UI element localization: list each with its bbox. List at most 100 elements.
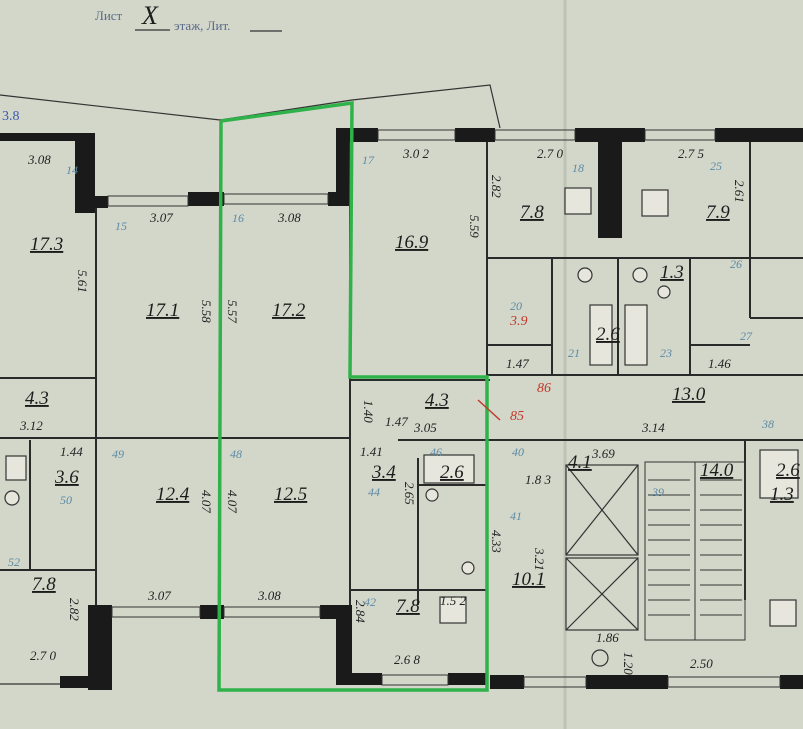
room-21: 21	[568, 346, 580, 360]
dim-5-58: 5.58	[199, 300, 214, 323]
dim-3-08-a: 3.08	[27, 152, 51, 167]
dim-4-33: 4.33	[489, 530, 504, 553]
dim-3-12: 3.12	[19, 418, 43, 433]
room-18: 18	[572, 161, 584, 175]
floor-mark: X	[141, 1, 159, 30]
bottom-facade	[0, 605, 803, 690]
dim-4-07-b: 4.07	[225, 490, 240, 513]
room-20: 20	[510, 299, 522, 313]
area-7-9: 7.9	[706, 202, 730, 223]
room-46: 46	[430, 445, 442, 459]
staircase	[644, 461, 746, 641]
room-23: 23	[660, 346, 672, 360]
dim-5-57: 5.57	[225, 300, 240, 323]
room-49: 49	[112, 447, 124, 461]
dim-3-21: 3.21	[532, 547, 547, 571]
dim-1-86: 1.86	[596, 630, 619, 645]
balcony-outline	[0, 84, 501, 129]
dim-1-46: 1.46	[708, 356, 731, 371]
dim-2-70-b: 2.7 0	[30, 648, 57, 663]
top-facade	[0, 128, 803, 238]
room-42: 42	[364, 595, 376, 609]
area-2-6-small: 2.6	[596, 324, 620, 345]
dim-1-52: 1.5 2	[440, 593, 467, 608]
room-39: 39	[651, 485, 664, 499]
area-17-1: 17.1	[146, 300, 179, 321]
dim-3-05: 3.05	[413, 420, 437, 435]
area-1-3-right: 1.3	[770, 484, 794, 505]
annotation-3-9: 3.9	[509, 314, 528, 329]
area-7-8-left: 7.8	[32, 574, 56, 595]
area-12-5: 12.5	[274, 484, 307, 505]
area-4-3-left: 4.3	[25, 388, 49, 409]
stamp-prefix: Лист	[95, 8, 123, 23]
area-17-3: 17.3	[30, 234, 63, 255]
room-48: 48	[230, 447, 242, 461]
dim-1-41: 1.41	[360, 444, 383, 459]
area-13-0: 13.0	[672, 384, 706, 405]
dim-2-82-b: 2.82	[67, 598, 82, 621]
dim-3-02: 3.0 2	[402, 146, 430, 161]
dim-1-44: 1.44	[60, 444, 83, 459]
dim-3-69: 3.69	[591, 446, 615, 461]
room-17: 17	[362, 153, 375, 167]
dim-2-65: 2.65	[402, 482, 417, 505]
area-17-2: 17.2	[272, 300, 306, 321]
area-1-3: 1.3	[660, 262, 684, 283]
room-44: 44	[368, 485, 380, 499]
dim-2-75: 2.7 5	[678, 146, 705, 161]
dim-1-40: 1.40	[361, 400, 376, 423]
area-10-1: 10.1	[512, 569, 545, 590]
dim-2-50: 2.50	[690, 656, 713, 671]
area-14-0: 14.0	[700, 460, 734, 481]
room-41: 41	[510, 509, 522, 523]
area-4-3-mid: 4.3	[425, 390, 449, 411]
area-2-6-right: 2.6	[776, 460, 800, 481]
dim-2-68: 2.6 8	[394, 652, 421, 667]
dim-4-07-a: 4.07	[199, 490, 214, 513]
room-50: 50	[60, 493, 72, 507]
area-3-4: 3.4	[371, 462, 396, 483]
dim-2-82-a: 2.82	[489, 175, 504, 198]
corner-label: 3.8	[2, 109, 20, 124]
dim-3-08-b: 3.08	[277, 210, 301, 225]
room-16: 16	[232, 211, 244, 225]
area-7-8-top: 7.8	[520, 202, 544, 223]
annotation-arrow	[477, 399, 501, 421]
room-26: 26	[730, 257, 742, 271]
dim-1-47: 1.47	[385, 414, 408, 429]
dim-2-70: 2.7 0	[537, 146, 564, 161]
dim-5-59: 5.59	[467, 215, 482, 238]
dim-1-47-b: 1.47	[506, 356, 529, 371]
area-2-6: 2.6	[440, 462, 464, 483]
apartment-highlight	[217, 100, 489, 692]
fixtures	[4, 187, 799, 627]
room-14: 14	[66, 163, 78, 177]
dim-3-08-c: 3.08	[257, 588, 281, 603]
dim-1-20: 1.20	[621, 652, 636, 675]
dim-3-07-b: 3.07	[147, 588, 171, 603]
stamp-text: этаж, Лит.	[174, 18, 230, 33]
elevator-shafts	[565, 464, 639, 667]
room-52: 52	[8, 555, 20, 569]
dim-3-14: 3.14	[641, 420, 665, 435]
area-16-9: 16.9	[395, 232, 429, 253]
dim-2-61: 2.61	[732, 180, 747, 203]
area-3-6: 3.6	[54, 467, 79, 488]
room-27: 27	[740, 329, 753, 343]
annotation-86: 86	[537, 381, 551, 396]
area-12-4: 12.4	[156, 484, 190, 505]
area-4-1: 4.1	[568, 452, 592, 473]
room-15: 15	[115, 219, 127, 233]
room-38: 38	[761, 417, 774, 431]
dim-5-61: 5.61	[75, 270, 90, 293]
dim-2-84: 2.84	[353, 600, 368, 623]
area-7-8-bottom: 7.8	[396, 596, 420, 617]
room-40: 40	[512, 445, 524, 459]
annotation-85: 85	[510, 409, 524, 424]
dim-3-07-a: 3.07	[149, 210, 173, 225]
room-25: 25	[710, 159, 722, 173]
dim-1-83: 1.8 3	[525, 472, 552, 487]
